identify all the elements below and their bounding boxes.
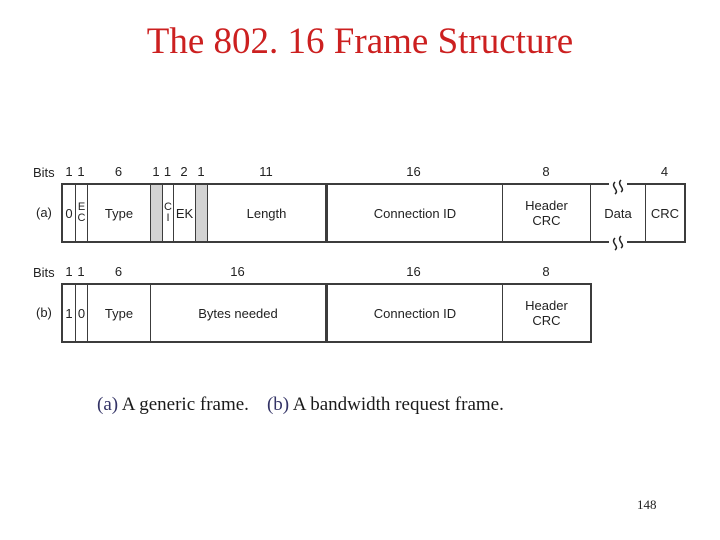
caption-a-text: A generic frame. [118, 394, 249, 415]
field-label: Bytes needed [198, 305, 278, 321]
bits-count: 1 [77, 164, 85, 179]
bits-count: 1 [65, 264, 73, 279]
field-label: 0 [65, 205, 73, 221]
bits-count: 1 [152, 164, 160, 179]
break-mark-icon [609, 179, 627, 195]
frame-b-side-label: (b) [36, 305, 52, 320]
field-label: Type [104, 205, 134, 221]
field-data: Data [590, 179, 645, 251]
caption-a-label: (a) [97, 394, 119, 415]
field-reserved [195, 185, 207, 241]
bits-row-label: Bits [33, 165, 55, 180]
field-1: 1 [63, 285, 75, 341]
field-0: 0 [63, 185, 75, 241]
bits-count: 1 [197, 164, 205, 179]
field-ek: EK [173, 185, 195, 241]
field-label: Length [246, 205, 287, 221]
bits-count: 11 [259, 164, 273, 179]
bits-count: 6 [114, 264, 123, 279]
page-number: 148 [637, 497, 657, 512]
frame-a-side-label: (a) [36, 205, 52, 220]
bits-count: 8 [542, 164, 550, 179]
bits-count: 16 [230, 264, 245, 279]
field-label: Connection ID [373, 205, 457, 221]
caption-b-text: A bandwidth request frame. [289, 394, 504, 415]
bits-count: 1 [65, 164, 73, 179]
field-type: Type [87, 285, 150, 341]
field-0: 0 [75, 285, 87, 341]
page-title: The 802. 16 Frame Structure [146, 21, 574, 62]
bits-count: 6 [114, 164, 123, 179]
bits-count: 1 [77, 264, 85, 279]
bits-count: 4 [660, 164, 669, 179]
field-connection-id: Connection ID [325, 185, 502, 241]
field-label: 1 [65, 305, 73, 321]
bits-count: 1 [163, 164, 172, 179]
field-label: EK [175, 205, 194, 221]
field-connection-id: Connection ID [325, 285, 502, 341]
bits-row-label: Bits [33, 265, 55, 280]
caption-b-label: (b) [266, 394, 290, 415]
break-mark-icon [609, 235, 627, 251]
caption: (a) A generic frame. (b) A bandwidth requ… [97, 394, 504, 416]
field-bytes-needed: Bytes needed [150, 285, 325, 341]
field-label: Data [604, 205, 632, 221]
field-label: 0 [77, 305, 86, 321]
field-reserved [150, 185, 162, 241]
field-label: Type [104, 305, 134, 321]
bits-count: 2 [180, 164, 188, 179]
bits-count: 16 [406, 264, 421, 279]
field-label: Connection ID [373, 305, 457, 321]
field-crc: CRC [645, 185, 684, 241]
bits-count: 16 [406, 164, 421, 179]
field-length: Length [207, 185, 325, 241]
bits-count: 8 [542, 264, 550, 279]
field-type: Type [87, 185, 150, 241]
field-label: CRC [650, 205, 680, 221]
